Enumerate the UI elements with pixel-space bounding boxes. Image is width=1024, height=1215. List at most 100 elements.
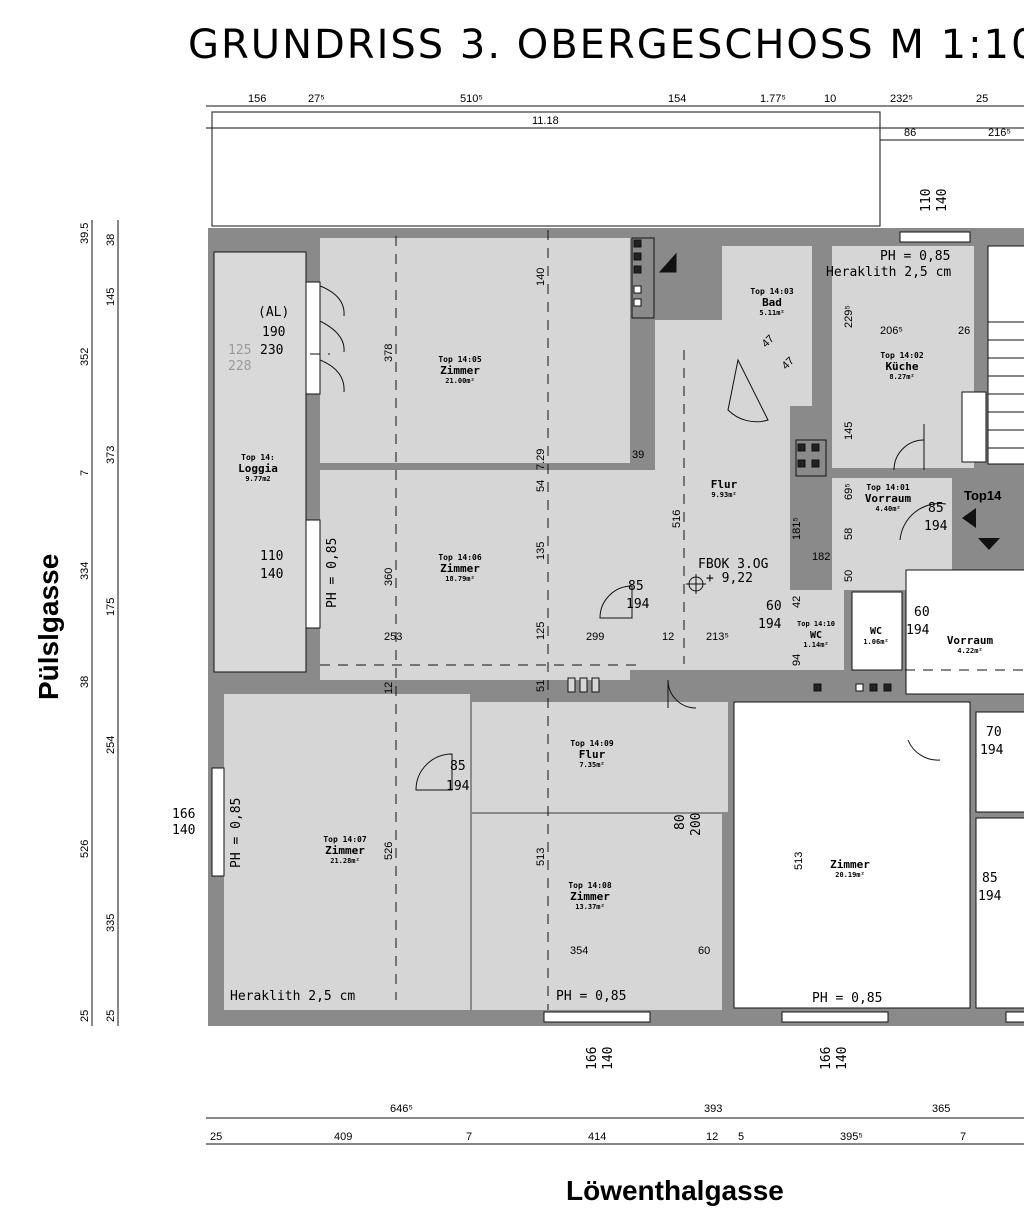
svg-text:7: 7 xyxy=(79,470,91,476)
svg-text:145: 145 xyxy=(843,422,855,440)
svg-text:334: 334 xyxy=(79,562,91,580)
window-140-top: 140 xyxy=(935,189,950,212)
svg-text:Top 14:07: Top 14:07 xyxy=(323,835,367,844)
svg-text:182: 182 xyxy=(812,551,830,563)
street-label-bottom: Löwenthalgasse xyxy=(566,1175,784,1206)
svg-text:WC: WC xyxy=(870,626,882,637)
balcony-outline xyxy=(211,111,881,227)
svg-text:38: 38 xyxy=(79,676,91,688)
svg-text:12: 12 xyxy=(383,682,395,694)
svg-text:254: 254 xyxy=(105,736,117,754)
ph-note-bottom-right: PH = 0,85 xyxy=(812,991,882,1006)
svg-text:229⁵: 229⁵ xyxy=(843,305,855,328)
door-194-e: 194 xyxy=(906,623,930,638)
svg-text:526: 526 xyxy=(383,842,395,860)
inner-dimension-labels: 378 140 360 135 125 54 7.29 39 516 513 5… xyxy=(383,268,970,957)
svg-text:Top 14:10: Top 14:10 xyxy=(797,620,835,628)
door-85-d: 85 xyxy=(982,871,998,886)
svg-text:94: 94 xyxy=(791,654,803,666)
svg-text:414: 414 xyxy=(588,1131,606,1143)
svg-text:86: 86 xyxy=(904,127,916,139)
svg-text:20.19m²: 20.19m² xyxy=(835,871,865,879)
svg-text:Top 14:05: Top 14:05 xyxy=(438,355,482,364)
svg-text:213⁵: 213⁵ xyxy=(706,631,729,643)
svg-text:Zimmer: Zimmer xyxy=(570,890,610,903)
window-140b: 140 xyxy=(172,823,195,838)
chimney-blocks xyxy=(567,237,892,693)
left-dimension-labels: 39.5 352 7 334 38 526 25 38 145 373 175 … xyxy=(79,223,117,1022)
svg-text:18.79m²: 18.79m² xyxy=(445,575,475,583)
dashed-lines xyxy=(310,230,1024,1010)
room-label-zimmer-1408: Top 14:08 Zimmer 13.37m² xyxy=(568,881,612,911)
svg-text:11.18: 11.18 xyxy=(532,115,559,127)
svg-text:646⁵: 646⁵ xyxy=(390,1103,413,1115)
svg-text:Zimmer: Zimmer xyxy=(440,364,480,377)
svg-text:5: 5 xyxy=(738,1131,744,1143)
svg-text:206⁵: 206⁵ xyxy=(880,325,903,337)
room-label-wc-1410: Top 14:10 WC 1.14m² xyxy=(797,620,835,649)
door-70: 70 xyxy=(986,725,1002,740)
svg-text:1.77⁵: 1.77⁵ xyxy=(760,93,786,105)
svg-text:1.14m²: 1.14m² xyxy=(803,641,828,649)
svg-text:12: 12 xyxy=(706,1131,718,1143)
room-label-wc: WC 1.06m² xyxy=(863,626,888,646)
room-label-zimmer-right: Zimmer 20.19m² xyxy=(830,858,870,879)
svg-text:Top 14:02: Top 14:02 xyxy=(880,351,924,360)
svg-text:181⁵: 181⁵ xyxy=(791,517,803,540)
heraklith-note-top: Heraklith 2,5 cm xyxy=(826,265,951,280)
svg-text:69⁵: 69⁵ xyxy=(843,483,855,500)
ph-note-bottom-mid: PH = 0,85 xyxy=(556,989,626,1004)
svg-text:58: 58 xyxy=(843,528,855,540)
svg-text:175: 175 xyxy=(105,598,117,616)
svg-text:393: 393 xyxy=(704,1103,722,1115)
room-label-zimmer-1405: Top 14:05 Zimmer 21.00m² xyxy=(438,355,482,385)
door-85-c: 85 xyxy=(928,501,944,516)
svg-text:253: 253 xyxy=(384,631,402,643)
svg-text:373: 373 xyxy=(105,446,117,464)
door-85-a: 85 xyxy=(628,579,644,594)
window-230: 230 xyxy=(260,343,283,358)
svg-text:365: 365 xyxy=(932,1103,950,1115)
svg-text:1.06m²: 1.06m² xyxy=(863,638,888,646)
svg-text:Flur: Flur xyxy=(579,748,606,761)
svg-text:Top 14:09: Top 14:09 xyxy=(570,739,614,748)
door-194-d: 194 xyxy=(758,617,782,632)
svg-text:360: 360 xyxy=(383,568,395,586)
svg-text:125: 125 xyxy=(535,622,547,640)
svg-text:54: 54 xyxy=(535,480,547,492)
svg-text:Zimmer: Zimmer xyxy=(830,858,870,871)
svg-text:5.11m²: 5.11m² xyxy=(759,309,784,317)
svg-text:Top 14:06: Top 14:06 xyxy=(438,553,482,562)
markers xyxy=(686,508,1000,594)
door-80: 80 xyxy=(673,814,688,830)
svg-text:51: 51 xyxy=(535,680,547,692)
svg-text:Top 14:01: Top 14:01 xyxy=(866,483,910,492)
svg-text:232⁵: 232⁵ xyxy=(890,93,913,105)
svg-text:Zimmer: Zimmer xyxy=(325,844,365,857)
ph-note-top: PH = 0,85 xyxy=(880,249,950,264)
left-dimension-lines xyxy=(91,220,119,1026)
svg-text:27⁵: 27⁵ xyxy=(308,93,325,105)
svg-text:299: 299 xyxy=(586,631,604,643)
svg-text:25: 25 xyxy=(210,1131,222,1143)
svg-text:25: 25 xyxy=(105,1010,117,1022)
top-dimension-lines xyxy=(206,105,1024,141)
room-label-zimmer-1406: Top 14:06 Zimmer 18.79m² xyxy=(438,553,482,583)
svg-text:39: 39 xyxy=(632,449,644,461)
svg-text:513: 513 xyxy=(535,848,547,866)
svg-text:140: 140 xyxy=(535,268,547,286)
svg-text:513: 513 xyxy=(793,852,805,870)
svg-text:Vorraum: Vorraum xyxy=(947,634,994,647)
svg-text:Top 14:: Top 14: xyxy=(241,453,275,462)
fbok-value: + 9,22 xyxy=(706,571,753,586)
room-label-flur-1409: Top 14:09 Flur 7.35m² xyxy=(570,739,614,769)
svg-text:Zimmer: Zimmer xyxy=(440,562,480,575)
svg-text:Top 14:03: Top 14:03 xyxy=(750,287,794,296)
door-60-b: 60 xyxy=(914,605,930,620)
svg-text:516: 516 xyxy=(671,510,683,528)
window-125: 125 xyxy=(228,343,251,358)
ph-note-left-1407: PH = 0,85 xyxy=(229,798,244,868)
ph-note-left-loggia: PH = 0,85 xyxy=(325,538,340,608)
window-110-top: 110 xyxy=(919,189,934,212)
svg-text:7.29: 7.29 xyxy=(535,449,547,470)
